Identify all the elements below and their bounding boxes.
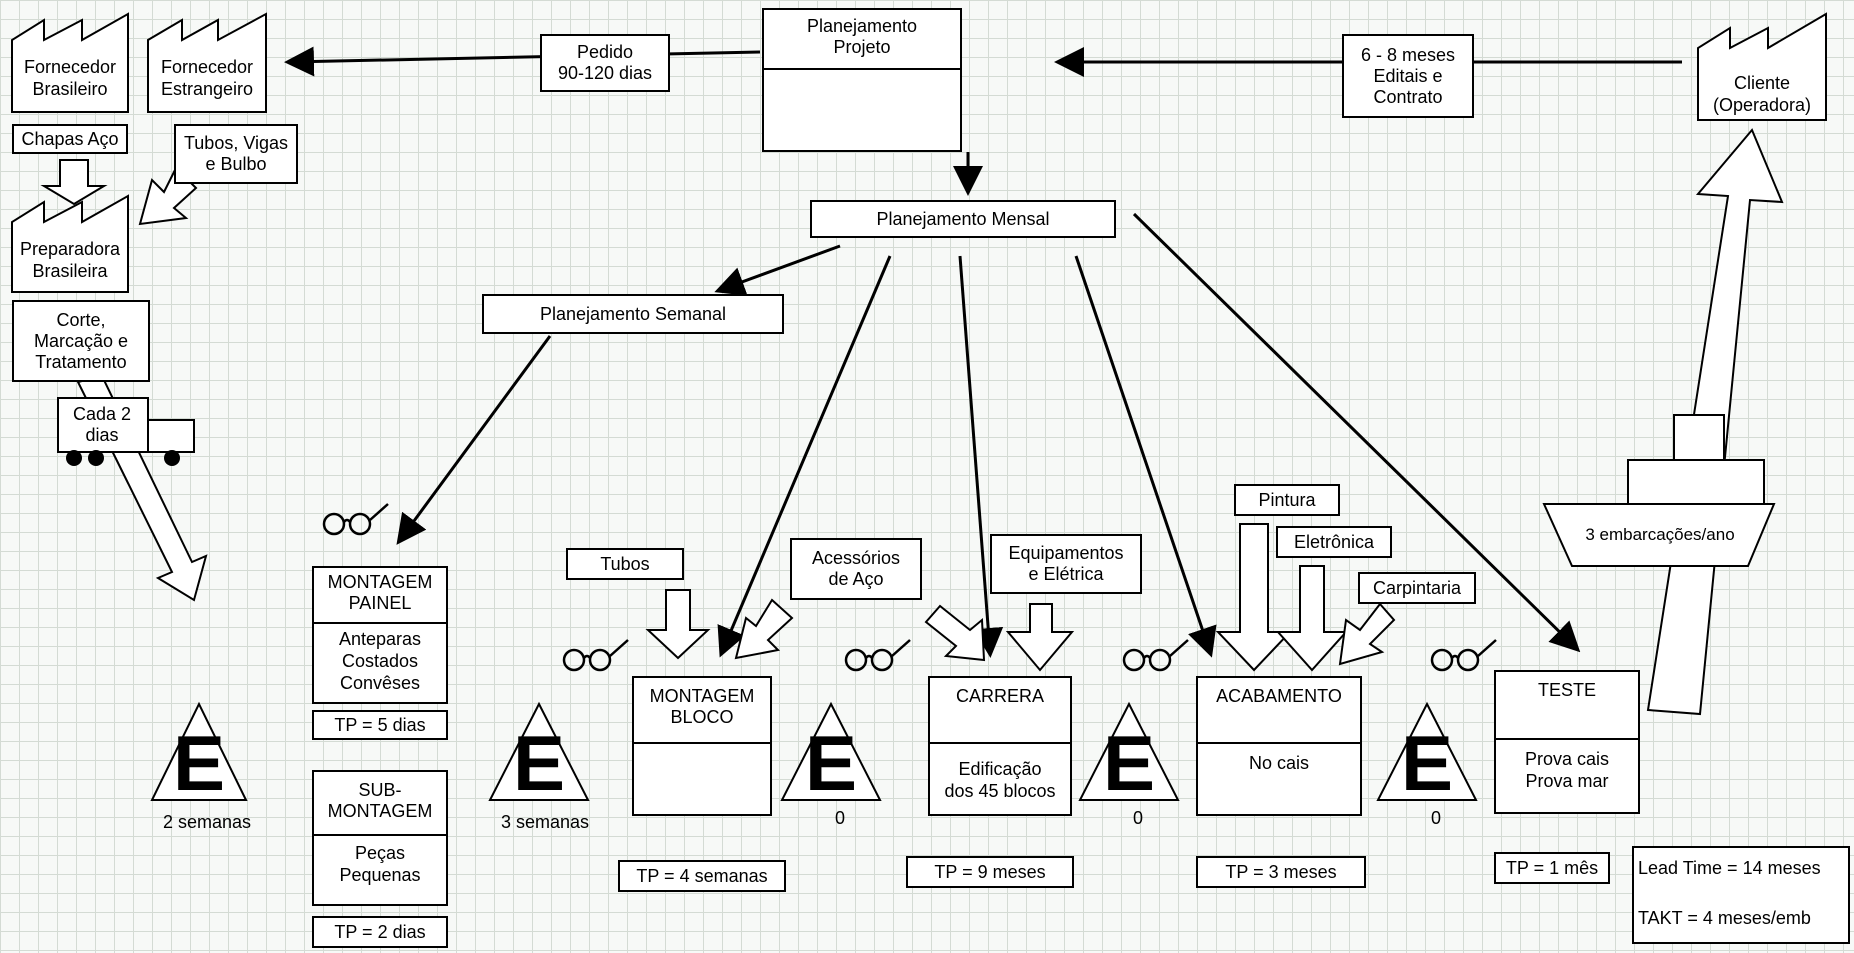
process-montagem-painel: MONTAGEM PAINEL Anteparas Costados Convê… — [312, 566, 448, 704]
material-acessorios: Acessórios de Aço — [790, 538, 922, 600]
inventory-label: 0 — [834, 808, 845, 828]
material-arrow-icon — [645, 589, 711, 660]
info-arrow — [1132, 212, 1581, 653]
summary-box: Lead Time = 14 meses TAKT = 4 meses/emb — [1632, 846, 1850, 944]
tp-bloco: TP = 4 semanas — [618, 860, 786, 892]
order-lead: Pedido 90-120 dias — [540, 34, 670, 92]
takt-time: TAKT = 4 meses/emb — [1638, 908, 1811, 928]
customer-rate: 3 embarcações/ano — [1585, 525, 1735, 544]
material-eletronica: Eletrônica — [1276, 526, 1392, 558]
inventory-triangle-icon — [780, 701, 882, 801]
contract-lead: 6 - 8 meses Editais e Contrato — [1342, 34, 1474, 118]
inventory-letter: E — [172, 719, 226, 807]
go-see-glasses-icon — [844, 639, 911, 672]
go-see-glasses-icon — [562, 639, 629, 672]
process-body: No cais — [1248, 753, 1310, 773]
material-arrow-icon — [924, 604, 986, 662]
stack-icon — [1673, 414, 1725, 461]
inventory-triangle-icon — [1078, 701, 1180, 801]
material-equipamentos: Equipamentos e Elétrica — [990, 534, 1142, 594]
inventory-letter: E — [512, 719, 566, 807]
process-body: Edificação dos 45 blocos — [944, 759, 1056, 801]
inventory-triangle-icon — [1376, 701, 1478, 801]
factory-icon — [11, 194, 129, 293]
go-see-glasses-icon — [1122, 639, 1189, 672]
planning-mensal: Planejamento Mensal — [810, 200, 1116, 238]
material-tubos: Tubos — [566, 548, 684, 580]
process-title: TESTE — [1496, 672, 1638, 740]
process-body: Anteparas Costados Convêses — [338, 629, 422, 693]
process-title: SUB- MONTAGEM — [314, 772, 446, 836]
tp-teste: TP = 1 mês — [1494, 852, 1610, 884]
tp-acabamento: TP = 3 meses — [1196, 856, 1366, 888]
material-arrow-icon — [1005, 603, 1075, 672]
material-pintura: Pintura — [1234, 484, 1340, 516]
process-corte: Corte, Marcação e Tratamento — [12, 300, 150, 382]
process-montagem-bloco: MONTAGEM BLOCO — [632, 676, 772, 816]
inventory-label: 0 — [1430, 808, 1441, 828]
inventory-letter: E — [1400, 719, 1454, 807]
process-carrera: CARRERA Edificação dos 45 blocos — [928, 676, 1072, 816]
process-body: Prova cais Prova mar — [1524, 749, 1610, 791]
process-title: MONTAGEM BLOCO — [634, 678, 770, 744]
process-title: ACABAMENTO — [1198, 678, 1360, 744]
planning-projeto-box: Planejamento Projeto — [762, 8, 962, 152]
process-title: MONTAGEM PAINEL — [314, 568, 446, 624]
process-body — [634, 744, 770, 754]
delivery-frequency: Cada 2 dias — [72, 404, 132, 445]
factory-icon — [11, 12, 129, 113]
stack-icon — [1627, 459, 1765, 505]
rate-trapezoid — [1542, 503, 1776, 567]
inventory-letter: E — [1102, 719, 1156, 807]
material-chapas: Chapas Aço — [12, 124, 128, 154]
inventory-letter: E — [804, 719, 858, 807]
tp-carrera: TP = 9 meses — [906, 856, 1074, 888]
info-arrow — [714, 244, 841, 296]
material-arrow-icon — [1338, 602, 1396, 666]
process-title: CARRERA — [930, 678, 1070, 744]
planning-semanal: Planejamento Semanal — [482, 294, 784, 334]
tp-sub: TP = 2 dias — [312, 916, 448, 948]
supplier-brasileiro-label: Fornecedor Brasileiro — [23, 57, 117, 99]
customer-label: Cliente (Operadora) — [1712, 73, 1812, 115]
lead-time: Lead Time = 14 meses — [1638, 858, 1821, 878]
info-arrow — [717, 255, 892, 658]
info-arrow — [1074, 255, 1217, 658]
inventory-label: 3 semanas — [500, 812, 590, 832]
factory-icon — [1697, 12, 1827, 121]
inventory-label: 2 semanas — [162, 812, 252, 832]
process-sub-montagem: SUB- MONTAGEM Peças Pequenas — [312, 770, 448, 906]
material-arrow-icon — [1215, 523, 1293, 672]
inventory-triangle-icon — [150, 701, 248, 801]
push-arrow-icon — [40, 159, 108, 206]
info-arrow — [284, 46, 761, 77]
factory-icon — [147, 12, 267, 113]
material-arrow-icon — [1275, 565, 1349, 672]
info-arrow — [958, 255, 1004, 658]
truck-icon — [57, 397, 149, 453]
preparadora-label: Preparadora Brasileira — [19, 239, 121, 281]
material-carpintaria: Carpintaria — [1358, 572, 1476, 604]
go-see-glasses-icon — [322, 503, 389, 536]
tp-painel: TP = 5 dias — [312, 710, 448, 740]
inventory-label: 0 — [1132, 808, 1143, 828]
planning-projeto-title: Planejamento Projeto — [764, 10, 960, 70]
material-arrow-icon — [734, 598, 794, 660]
info-arrow — [396, 335, 552, 545]
process-teste: TESTE Prova cais Prova mar — [1494, 670, 1640, 814]
inventory-triangle-icon — [488, 701, 590, 801]
process-acabamento: ACABAMENTO No cais — [1196, 676, 1362, 816]
process-body: Peças Pequenas — [339, 843, 421, 885]
material-tubos-vigas: Tubos, Vigas e Bulbo — [174, 124, 298, 184]
supplier-estrangeiro-label: Fornecedor Estrangeiro — [160, 57, 254, 99]
go-see-glasses-icon — [1430, 639, 1497, 672]
